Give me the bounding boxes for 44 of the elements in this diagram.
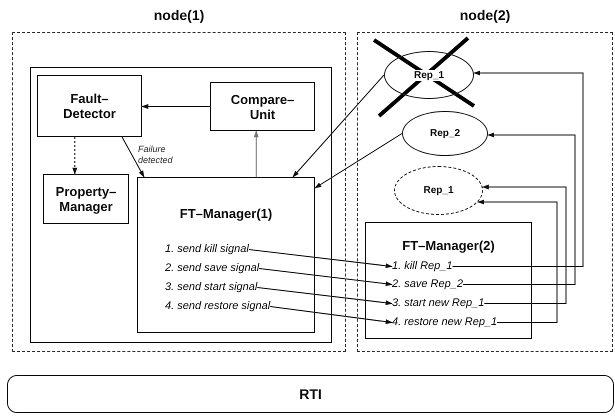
- node-heading: node(2): [458, 7, 512, 23]
- container-box: [30, 67, 332, 343]
- replica-ellipse: [402, 111, 488, 156]
- component-box: [37, 75, 142, 137]
- dotted-arrow: [72, 136, 78, 175]
- arrow: [482, 184, 566, 304]
- new-replica-ellipse: [394, 166, 483, 215]
- arrow: [248, 249, 393, 268]
- box-title: Compare–Unit: [230, 92, 296, 122]
- rti-bar: [7, 375, 614, 413]
- arrow: [256, 287, 393, 306]
- box-title: FT–Manager(1): [178, 206, 274, 221]
- arrow: [122, 136, 144, 178]
- step-text: 2. save Rep_2: [392, 278, 463, 291]
- step-text: 4. restore new Rep_1: [392, 316, 498, 329]
- arrow: [477, 200, 558, 323]
- component-box: [210, 82, 315, 131]
- box-title: Fault–Detector: [62, 91, 117, 121]
- arrow: [270, 306, 393, 324]
- node-heading: node(1): [152, 7, 206, 23]
- edge-label: Failure detected: [138, 144, 174, 166]
- replica-label: Rep_1: [412, 70, 446, 80]
- arrow: [452, 70, 584, 267]
- arrow: [462, 132, 576, 285]
- step-text: 1. send kill signal: [165, 243, 249, 256]
- step-text: 2. send save signal: [165, 262, 260, 275]
- arrow: [141, 104, 210, 109]
- step-text: 1. kill Rep_1: [392, 260, 453, 273]
- arrow: [254, 130, 259, 178]
- manager-box: [365, 222, 532, 339]
- replica-label: Rep_2: [428, 128, 462, 139]
- manager-box: [137, 177, 315, 333]
- box-title: FT–Manager(2): [401, 238, 496, 253]
- component-box: [43, 174, 129, 224]
- arrow: [292, 74, 384, 178]
- arrow: [258, 268, 393, 286]
- box-title: Property–Manager: [54, 184, 118, 214]
- rti-label: RTI: [299, 386, 322, 402]
- step-text: 3. send start signal: [165, 281, 258, 294]
- replica-ellipse: [384, 51, 474, 99]
- step-text: 3. start new Rep_1: [392, 297, 484, 310]
- arrow: [314, 133, 402, 188]
- step-text: 4. send restore signal: [165, 300, 270, 313]
- replica-label: Rep_1: [421, 185, 456, 196]
